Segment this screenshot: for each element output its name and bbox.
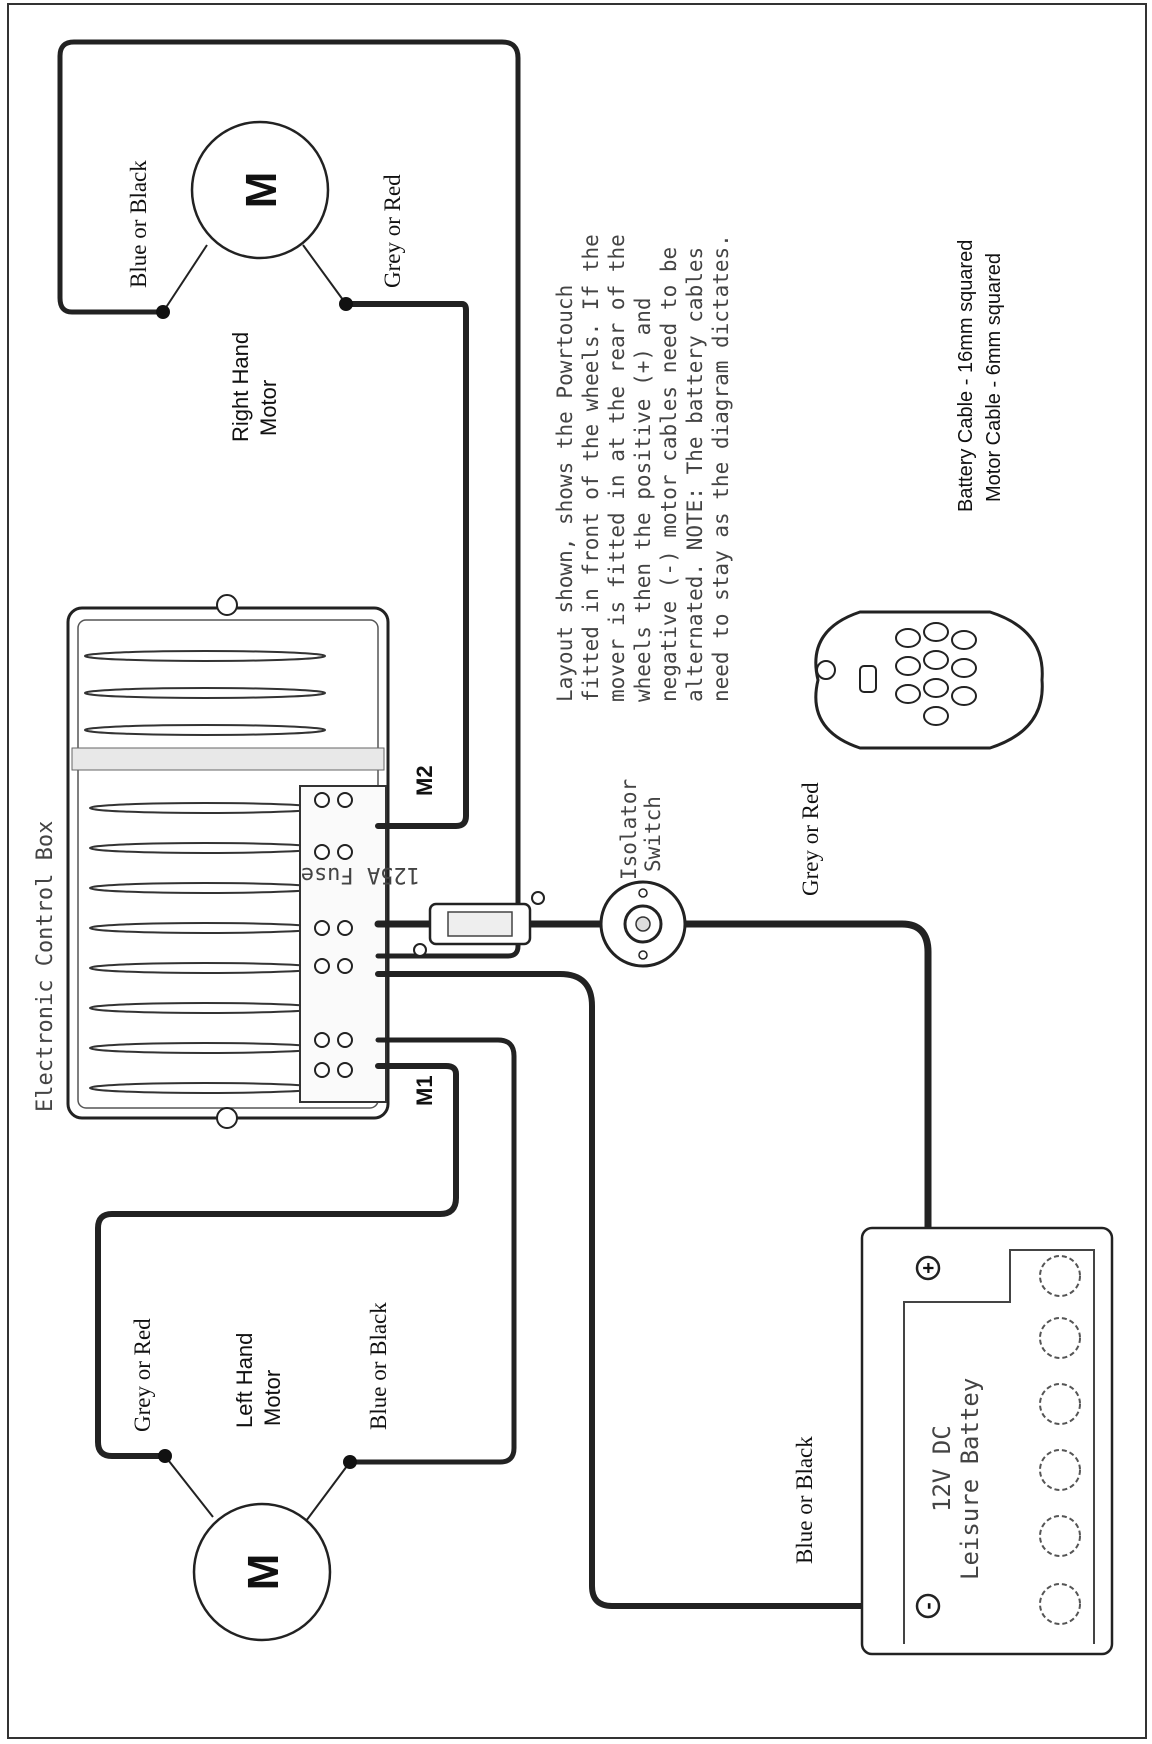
remote-control-icon [814, 610, 1044, 750]
battery-minus-sign: - [915, 1602, 940, 1609]
diagram-frame [7, 3, 1147, 1739]
cable-battery-negative [375, 971, 929, 1609]
note-line-1: Layout shown, shows the Powrtouch [553, 285, 577, 702]
left-motor-symbol [192, 1502, 332, 1642]
battery-negative-terminal [915, 1593, 941, 1619]
note-line-2: fitted in front of the wheels. If the [579, 234, 603, 702]
right-motor-label-line2: Motor [256, 380, 281, 436]
fuse-label: 125A Fuse [301, 862, 420, 887]
control-box [66, 594, 390, 1129]
control-box-title: Electronic Control Box [33, 821, 58, 1112]
battery [860, 1226, 1114, 1656]
motor-cables [57, 39, 521, 1465]
terminal-m1-label: M1 [412, 1075, 437, 1106]
battery-cables [374, 920, 932, 1609]
isolator-label-line1: Isolator [617, 779, 641, 880]
positive-wire-label: Grey or Red [798, 782, 823, 896]
left-motor-label-line1: Left Hand [232, 1333, 257, 1428]
note-line-4: wheels then the positive (+) and [631, 297, 655, 702]
battery-label-line2: Leisure Battey [956, 1378, 984, 1580]
left-motor-wire-grey-label: Grey or Red [130, 1318, 155, 1432]
right-motor-wire-blue-label: Blue or Black [126, 160, 151, 288]
installation-note: Layout shown, shows the Powrtouch fitted… [553, 234, 733, 702]
left-motor-wire-blue-label: Blue or Black [366, 1302, 391, 1430]
note-line-5: negative (-) motor cables need to be [657, 247, 681, 702]
isolator-label-line2: Switch [641, 796, 665, 872]
cable-spec-motor: Motor Cable - 6mm squared [983, 253, 1005, 502]
terminal-m2-label: M2 [412, 765, 437, 796]
right-motor-wire-grey-label: Grey or Red [380, 174, 405, 288]
left-motor-m: M [239, 1554, 288, 1591]
left-motor-label-line2: Motor [260, 1370, 285, 1426]
cable-spec-battery: Battery Cable - 16mm squared [955, 240, 977, 512]
note-line-7: need to stay as the diagram dictates. [709, 234, 733, 702]
right-motor-symbol [190, 120, 330, 260]
note-line-3: mover is fitted in at the rear of the [605, 234, 629, 702]
isolator-switch [599, 880, 687, 968]
negative-wire-label: Blue or Black [792, 1436, 817, 1564]
fuse [413, 891, 545, 957]
battery-label-line1: 12V DC [928, 1425, 956, 1512]
note-line-6: alternated. NOTE: The battery cables [683, 247, 707, 702]
left-motor [158, 1449, 357, 1642]
right-motor-m: M [237, 172, 286, 209]
battery-plus-sign: + [918, 1262, 940, 1274]
right-motor [156, 120, 353, 319]
battery-positive-terminal [915, 1255, 941, 1281]
right-motor-label-line1: Right Hand [228, 332, 253, 442]
